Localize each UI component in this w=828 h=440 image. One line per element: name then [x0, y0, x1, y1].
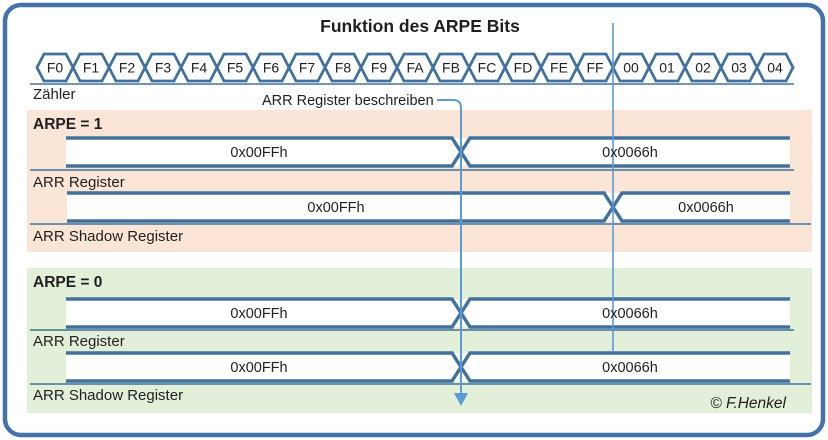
counter-cell-value: F3: [155, 60, 172, 76]
arpe1-arr-value-before: 0x00FFh: [230, 145, 287, 161]
counter-cell-value: F9: [371, 60, 388, 76]
arpe1-shadow-value-after: 0x0066h: [678, 200, 734, 216]
arpe1-section-header: ARPE = 1: [33, 116, 103, 133]
counter-cell-value: 00: [623, 60, 639, 76]
counter-cell-value: FF: [586, 60, 603, 76]
counter-label: Zähler: [33, 86, 76, 103]
counter-cell: 01: [647, 52, 687, 83]
counter-cell-value: FD: [514, 60, 533, 76]
arpe1-arr-register-bus: [66, 136, 790, 168]
counter-cell-value: 03: [731, 60, 747, 76]
counter-cell: F1: [71, 52, 111, 83]
counter-cell: 02: [683, 52, 723, 83]
counter-cell: F0: [35, 52, 75, 83]
counter-cell-value: FB: [442, 60, 460, 76]
counter-cell-value: F4: [191, 60, 208, 76]
write-event-connector: [437, 99, 468, 406]
counter-cell: FD: [503, 52, 543, 83]
arpe1-arr-bus-body: [66, 138, 790, 166]
arpe1-section-background: [27, 110, 812, 252]
counter-cell-value: F0: [47, 60, 64, 76]
counter-cell: F4: [179, 52, 219, 83]
write-annotation-label: ARR Register beschreiben: [262, 93, 434, 109]
arpe0-arr-register-bus: [66, 297, 790, 329]
counter-cell-value: F8: [335, 60, 352, 76]
counter-cell-value: F6: [263, 60, 280, 76]
credit-label: © F.Henkel: [710, 395, 786, 412]
arpe1-shadow-value-before: 0x00FFh: [307, 200, 364, 216]
arpe0-section-header: ARPE = 0: [33, 274, 102, 291]
arpe0-arr-bus-body: [66, 299, 790, 327]
page-title: Funktion des ARPE Bits: [320, 16, 520, 36]
arpe1-arr-value-after: 0x0066h: [602, 145, 658, 161]
counter-cell: FE: [539, 52, 579, 83]
counter-cell-value: F7: [299, 60, 316, 76]
arpe0-shadow-register-bus: [66, 351, 790, 383]
counter-cell-value: FE: [550, 60, 568, 76]
arpe1-arr-register-label: ARR Register: [33, 174, 125, 191]
counter-cell: 03: [719, 52, 759, 83]
counter-cell: F5: [215, 52, 255, 83]
counter-cell: FF: [575, 52, 615, 83]
counter-cell-value: 02: [695, 60, 711, 76]
counter-cell: F6: [251, 52, 291, 83]
counter-cell-value: FC: [478, 60, 497, 76]
counter-bus: F0 F1 F2 F3 F4 F5 F6 F7 F8 F9 FA FB FC F…: [35, 52, 795, 83]
counter-cell: FB: [431, 52, 471, 83]
counter-cell-value: 04: [767, 60, 783, 76]
arpe1-shadow-bus-body: [67, 193, 790, 221]
arpe0-section-background: [27, 268, 812, 413]
counter-cell-value: F5: [227, 60, 244, 76]
counter-cell-value: F1: [83, 60, 100, 76]
counter-cell-value: FA: [406, 60, 424, 76]
counter-cell: F7: [287, 52, 327, 83]
counter-cell: F8: [323, 52, 363, 83]
counter-cell: FC: [467, 52, 507, 83]
counter-cell: F9: [359, 52, 399, 83]
counter-cell: F2: [107, 52, 147, 83]
counter-cell: 00: [611, 52, 651, 83]
counter-cell: FA: [395, 52, 435, 83]
arpe0-arr-value-before: 0x00FFh: [230, 306, 287, 322]
arpe0-shadow-bus-body: [66, 353, 790, 381]
arpe0-shadow-value-before: 0x00FFh: [230, 360, 287, 376]
arpe0-arr-value-after: 0x0066h: [602, 306, 658, 322]
arrow-down-icon: [454, 393, 468, 406]
arpe0-shadow-value-after: 0x0066h: [602, 360, 658, 376]
arpe0-shadow-register-label: ARR Shadow Register: [33, 387, 183, 404]
counter-cell: 04: [755, 52, 795, 83]
write-event-line: [437, 99, 462, 394]
counter-cell-value: 01: [659, 60, 675, 76]
counter-cell: F3: [143, 52, 183, 83]
counter-cell-value: F2: [119, 60, 136, 76]
arpe1-shadow-register-label: ARR Shadow Register: [33, 228, 183, 245]
arpe0-arr-register-label: ARR Register: [33, 333, 125, 350]
